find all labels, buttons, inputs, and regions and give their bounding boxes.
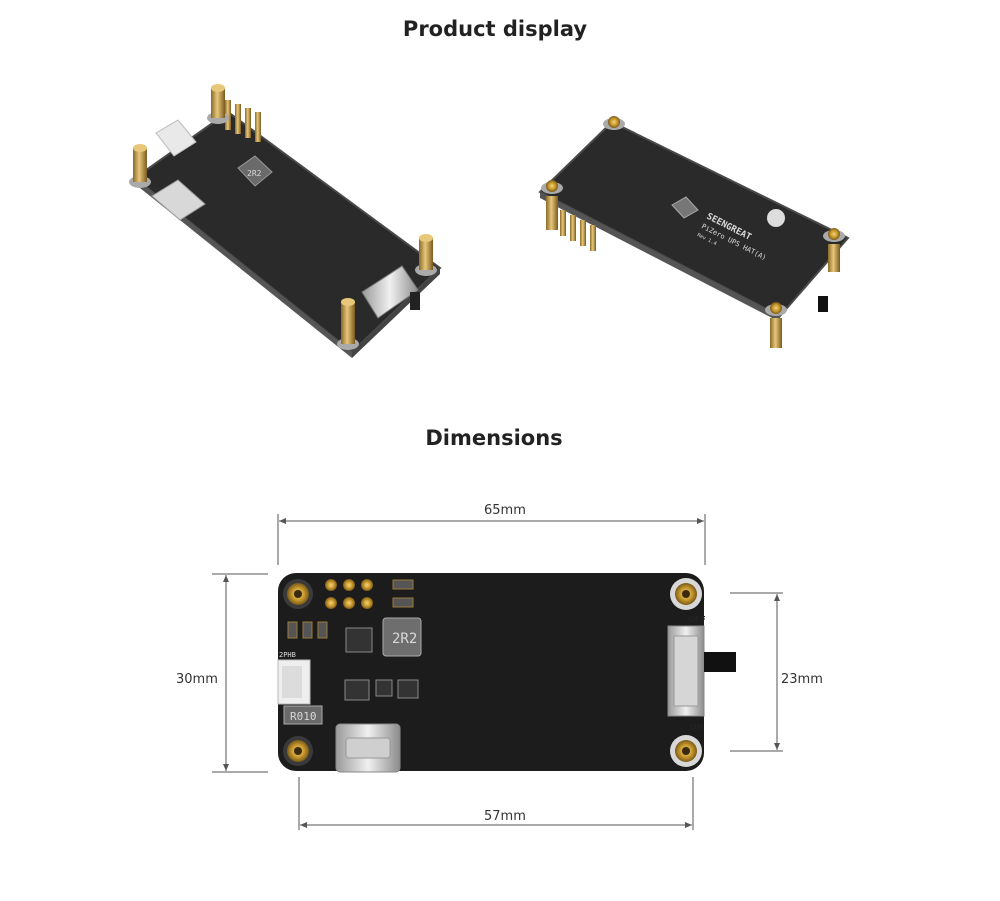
overall-width-label: 30mm xyxy=(176,672,218,687)
inductor-mark: 2R2 xyxy=(392,631,417,647)
dimension-arrowheads xyxy=(223,518,780,828)
switch-off-label: OFF xyxy=(688,615,706,624)
inductor-mark-top: 2R2 xyxy=(247,169,262,178)
product-display-heading: Product display xyxy=(402,17,588,41)
board-top-photo: 2R2 xyxy=(129,84,442,358)
hole-spacing-length-label: 57mm xyxy=(484,809,526,824)
connector-mark: 2PHB xyxy=(279,651,296,659)
dimensions-heading: Dimensions xyxy=(425,426,563,450)
resistor-mark: R010 xyxy=(290,710,317,723)
board-bottom-photo: SEENGREAT PiZero UPS HAT(A) Rev 1.4 xyxy=(538,116,850,348)
dimension-lines xyxy=(212,514,783,830)
board-top-view: 2R2 2PHB R010 OFF ON xyxy=(277,573,736,773)
hole-spacing-width-label: 23mm xyxy=(781,672,823,687)
switch-on-label: ON xyxy=(690,723,704,732)
overall-length-label: 65mm xyxy=(484,503,526,518)
